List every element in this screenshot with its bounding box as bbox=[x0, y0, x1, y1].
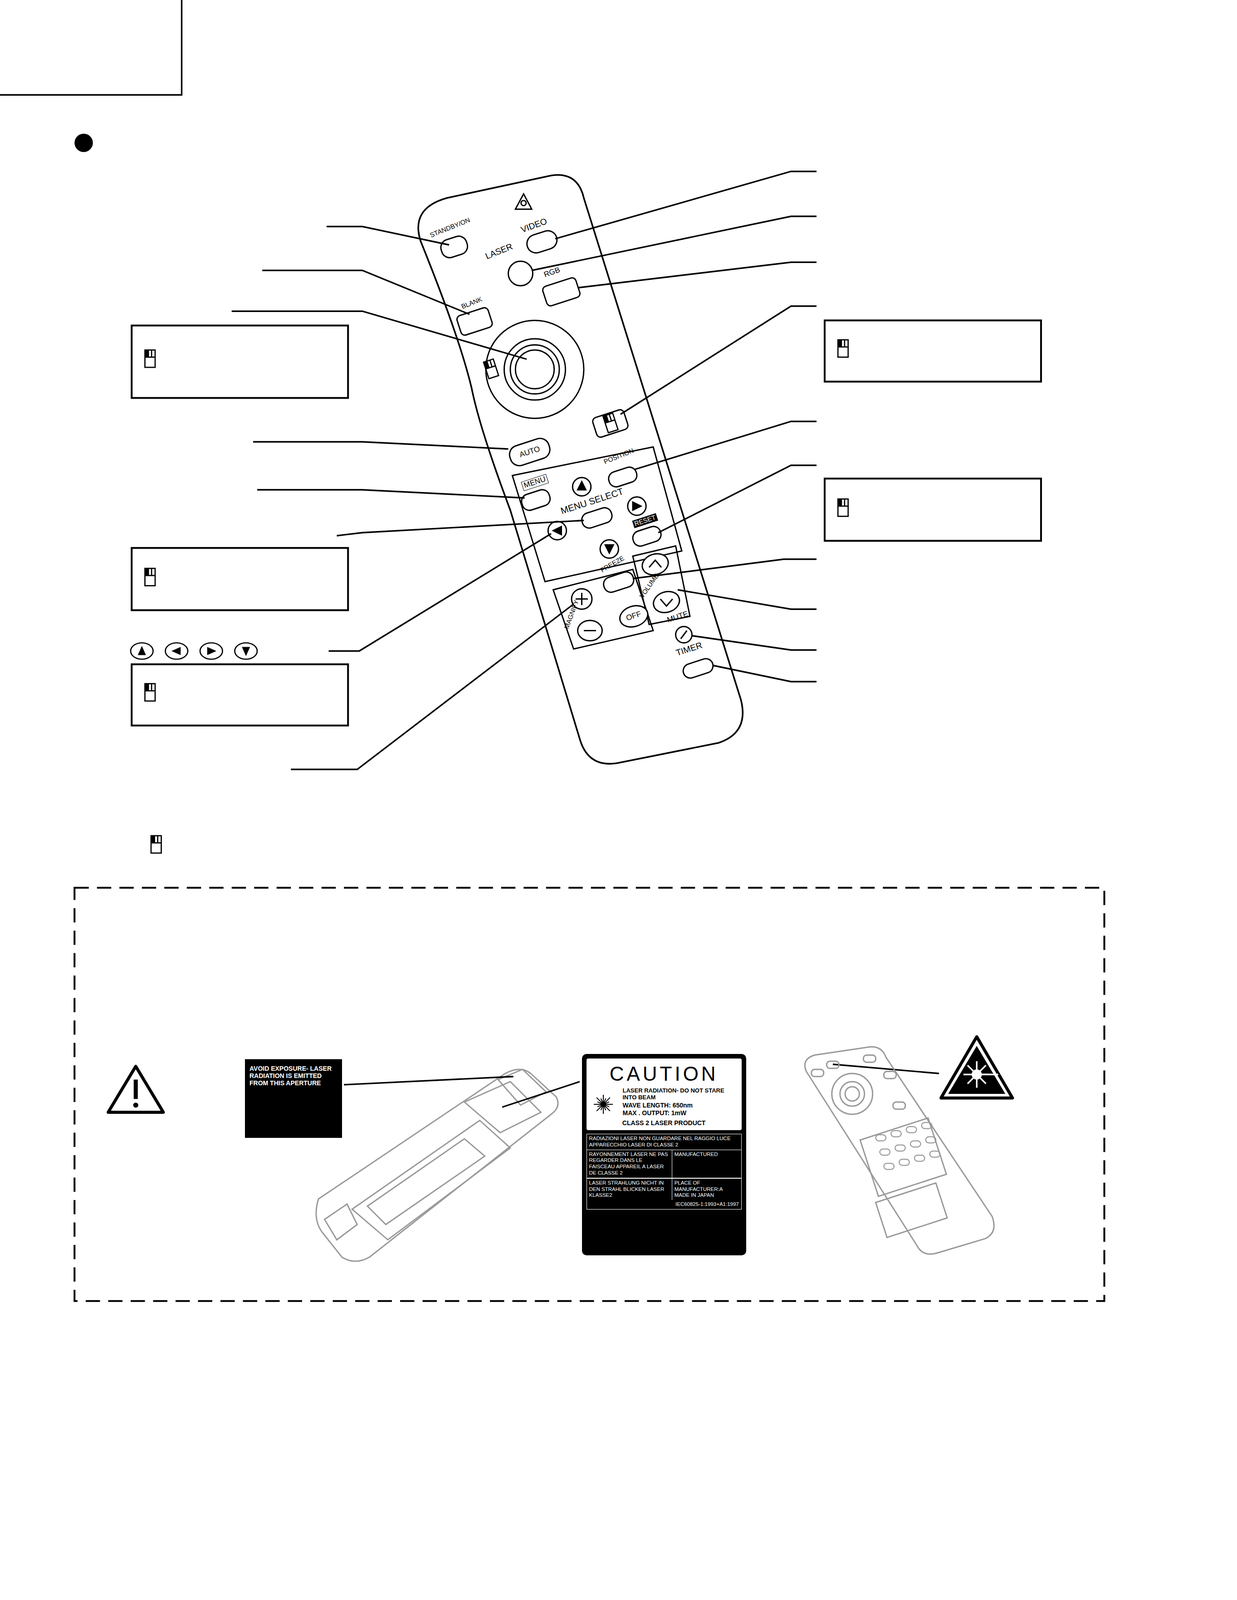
caution-translation: MANUFACTURED bbox=[671, 1150, 742, 1179]
remote-body bbox=[418, 175, 743, 764]
remote-buttons bbox=[438, 228, 715, 681]
button-label: VOLUME bbox=[638, 572, 660, 600]
caution-translation: RADIAZIONI LASER NON GUARDARE NEL RAGGIO… bbox=[586, 1134, 742, 1151]
button-label: MUTE bbox=[666, 610, 690, 625]
button-glyphs bbox=[515, 194, 687, 640]
caution-text: CLASS 2 LASER PRODUCT bbox=[591, 1119, 738, 1127]
arrow-button-icons bbox=[130, 643, 258, 660]
caution-label: CAUTIONLASER RADIATION- DO NOT STARE INT… bbox=[581, 1054, 747, 1256]
aperture-label-bg bbox=[244, 1059, 343, 1139]
caution-heading: CAUTION bbox=[591, 1062, 738, 1086]
corner-frame bbox=[0, 0, 182, 95]
caution-translation: LASER STRAHLUNG NICHT IN DEN STRAHL BLIC… bbox=[586, 1178, 672, 1201]
button-label: MENU SELECT bbox=[559, 486, 625, 516]
button-label: AUTO bbox=[518, 445, 541, 460]
button-label: POSITION bbox=[602, 447, 635, 466]
warning-triangle bbox=[108, 1066, 164, 1113]
note-boxes bbox=[131, 320, 1042, 726]
caution-text: WAVE LENGTH: 650nm bbox=[622, 1101, 738, 1110]
caution-text: LASER RADIATION- DO NOT STARE INTO BEAM bbox=[622, 1087, 738, 1102]
button-label: MAGNIFY bbox=[563, 599, 581, 631]
bullet bbox=[74, 133, 93, 153]
caution-text: MAX . OUTPUT: 1mW bbox=[622, 1109, 738, 1117]
language-grid: RADIAZIONI LASER NON GUARDARE NEL RAGGIO… bbox=[586, 1134, 742, 1210]
button-label: BLANK bbox=[460, 295, 484, 311]
aperture-label: AVOID EXPOSURE- LASER RADIATION IS EMITT… bbox=[244, 1059, 343, 1139]
remote-back bbox=[316, 1069, 558, 1262]
button-label: LASER bbox=[484, 241, 514, 261]
button-label: STANDBY/ON bbox=[429, 216, 472, 239]
caution-translation: IEC60825-1:1993+A1:1997 bbox=[586, 1200, 742, 1210]
button-label: MENU bbox=[520, 474, 549, 492]
remote-front-keys bbox=[875, 1122, 941, 1170]
caution-panel: CAUTIONLASER RADIATION- DO NOT STARE INT… bbox=[586, 1058, 742, 1131]
button-label: RESET bbox=[631, 513, 658, 529]
button-label: FREEZE bbox=[599, 555, 626, 574]
button-label: VIDEO bbox=[519, 216, 548, 235]
dashed-panel bbox=[74, 888, 1105, 1302]
arrow-glyphs bbox=[137, 645, 251, 657]
laser-symbol bbox=[941, 1036, 1013, 1099]
laser-starburst bbox=[592, 1094, 614, 1115]
button-label: RGB bbox=[542, 266, 562, 279]
button-label: OFF bbox=[625, 610, 643, 623]
button-label: TIMER bbox=[674, 640, 704, 658]
warning-text: AVOID EXPOSURE- LASER RADIATION IS EMITT… bbox=[249, 1065, 338, 1087]
caution-translation: RAYONNEMENT LASER NE PAS REGARDER DANS L… bbox=[586, 1150, 672, 1179]
caution-translation: PLACE OF MANUFACTURER:A MADE IN JAPAN bbox=[671, 1178, 742, 1201]
